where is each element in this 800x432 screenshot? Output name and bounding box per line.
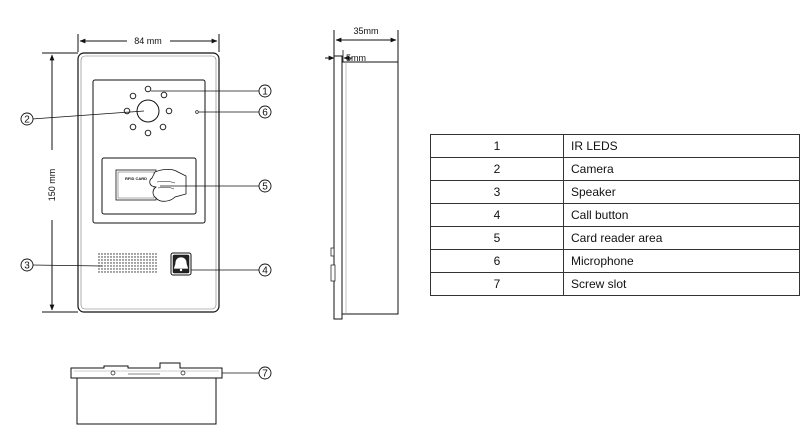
- bottom-view: [70, 362, 223, 425]
- legend-component: Speaker: [563, 180, 800, 204]
- legend-number: 2: [430, 157, 564, 181]
- legend-component: Microphone: [563, 249, 800, 273]
- card-label: RFID CARD: [125, 176, 147, 181]
- legend-number: 6: [430, 249, 564, 273]
- callout-3-circle: [20, 258, 34, 272]
- legend-number: 5: [430, 226, 564, 250]
- legend-component: Camera: [563, 157, 800, 181]
- legend-component: Call button: [563, 203, 800, 227]
- callout-3: 3: [24, 261, 30, 272]
- front-height-label: 150 mm: [47, 169, 57, 202]
- legend-number: 3: [430, 180, 564, 204]
- side-housing: [341, 61, 399, 315]
- callout-4-circle: [258, 263, 272, 277]
- hand-icon: [149, 168, 187, 202]
- front-view: 84 mm 150 mm RFID CARD: [42, 34, 220, 313]
- callout-6: 6: [262, 108, 268, 119]
- call-button: [170, 252, 192, 276]
- screw-slot: [180, 370, 186, 376]
- callout-1-circle: [258, 84, 272, 98]
- callout-1: 1: [262, 87, 268, 98]
- front-width-label: 84 mm: [134, 36, 162, 46]
- legend-number: 7: [430, 272, 564, 296]
- legend-number: 4: [430, 203, 564, 227]
- callout-7-circle: [258, 366, 272, 380]
- callout-6-circle: [258, 105, 272, 119]
- camera-lens: [136, 99, 160, 123]
- callout-2: 2: [24, 115, 30, 126]
- callout-5-circle: [258, 179, 272, 193]
- callout-7: 7: [262, 369, 268, 380]
- speaker-grille: [98, 253, 157, 273]
- side-depth-label: 35mm: [353, 26, 378, 36]
- legend-component: IR LEDS: [563, 134, 800, 158]
- callouts: [31, 90, 259, 374]
- microphone-hole: [195, 110, 199, 114]
- legend-component: Screw slot: [563, 272, 800, 296]
- side-inset-label: 5mm: [346, 53, 366, 63]
- callout-2-circle: [20, 112, 34, 126]
- legend-component: Card reader area: [563, 226, 800, 250]
- callout-5: 5: [262, 182, 268, 193]
- bottom-flange: [70, 362, 223, 379]
- callout-4: 4: [262, 266, 268, 277]
- side-view: 35mm 5mm: [325, 26, 399, 320]
- bottom-housing: [76, 377, 217, 425]
- legend-number: 1: [430, 134, 564, 158]
- ir-leds: [123, 85, 173, 137]
- bell-icon: [173, 257, 189, 269]
